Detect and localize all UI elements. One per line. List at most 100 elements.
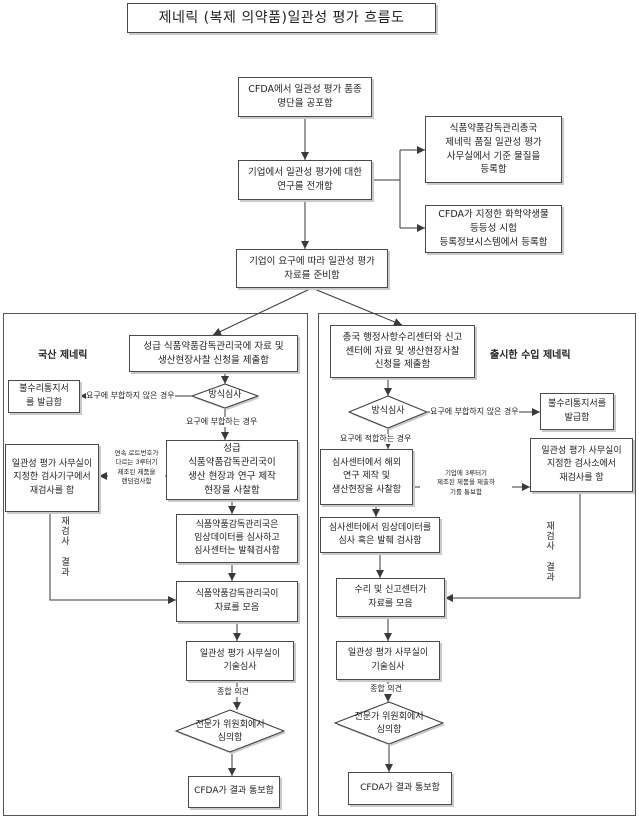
imported-expert-line-1: 전문가 위원회에서 [354, 712, 424, 722]
reference-registration-line-3: 사무실에서 기준 물질을 [446, 150, 541, 162]
domestic-technical-line-2: 기술심사 [223, 662, 257, 672]
imported-submit-line-2: 센터에 자료 및 생산현장사찰 [345, 345, 460, 357]
imported-submit-box: 총국 행정사항수리센터와 신고 센터에 자료 및 생산현장사찰 신청을 제출함 [330, 325, 475, 378]
imported-section-label: 출시한 수입 제네릭 [490, 350, 571, 361]
imported-expert-line-2: 심의함 [376, 724, 402, 735]
domestic-sampling-note: 연속 로트번호가 다르는 3루터기 제조된 제품을 랜덤검사함 [108, 449, 165, 487]
domestic-section-label: 국산 제네릭 [38, 350, 88, 361]
imported-collect-line-2: 자료를 모음 [368, 598, 413, 609]
imported-technical-review-box: 일관성 평가 사무실이 기술심사 [336, 641, 440, 680]
domestic-review-label: 방식심사 [208, 390, 242, 400]
imported-clinical-review-box: 심사센터에서 임상데이터를 심사 혹은 발췌 검사함 [320, 517, 440, 553]
imported-retest-line-2: 지정한 검사소에서 [546, 459, 617, 470]
domestic-inspection-line-4: 현장을 사찰함 [204, 484, 260, 496]
connector-research-branch [372, 150, 401, 228]
domestic-inspection-line-3: 생산 현장과 연구 제작 [188, 471, 276, 482]
reference-registration-line-2: 제네릭 품질 일관성 평가 [445, 136, 542, 148]
reference-registration-line-1: 식품약품감독관리총국 [449, 122, 538, 134]
prepare-data-box: 기업이 요구에 따라 일관성 평가 자료를 준비함 [236, 249, 388, 288]
imported-retest-line-3: 재검사를 함 [559, 472, 604, 483]
domestic-submit-line-1: 성급 식품약품감독관리국에 자료 및 [143, 340, 284, 352]
domestic-expert-review-label: 전문가 위원회에서 심의함 [176, 719, 284, 744]
domestic-collect-line-2: 자료를 모음 [214, 602, 260, 613]
imported-retest-result-label: 재검사 결과 [544, 521, 554, 582]
imported-clinical-line-1: 심사센터에서 임상데이터를 [328, 522, 432, 533]
imported-inspection-line-3: 생산현장을 사찰함 [331, 484, 402, 495]
connector-domestic-retest-result [49, 512, 176, 604]
be-registration-line-2: 등등성 시험 [470, 223, 517, 235]
imported-inspection-line-1: 심사센터에서 해외 [331, 458, 402, 469]
domestic-retest-line-1: 일관성 평가 사무실이 [11, 459, 93, 470]
imported-sample-notice-line-2: 제조된 제품을 제출하 [437, 478, 495, 487]
announce-list-box: CFDA에서 일관성 평가 품종 명단을 공포함 [238, 77, 372, 117]
research-box: 기업에서 일관성 평가에 대한 연구를 전개함 [238, 160, 372, 200]
prepare-line-2: 자료를 준비함 [284, 269, 340, 281]
imported-clinical-line-2: 심사 혹은 발췌 검사함 [338, 536, 422, 546]
announce-line-2: 명단을 공포함 [277, 98, 333, 109]
domestic-overall-opinion: 종합 의견 [217, 687, 249, 698]
domestic-generic-panel [3, 313, 308, 816]
imported-retest-box: 일관성 평가 사무실이 지정한 검사소에서 재검사를 함 [530, 438, 633, 492]
imported-sample-notice-line-3: 기를 통보함 [450, 487, 482, 496]
domestic-submit-box: 성급 식품약품감독관리국에 자료 및 생산현장사찰 신청을 제출함 [129, 335, 298, 372]
imported-expert-review-label: 전문가 위원회에서 심의함 [335, 711, 443, 736]
domestic-reject-condition: 요구에 부합하지 않은 경우 [86, 391, 175, 402]
connector-prepare-to-imported [311, 287, 403, 326]
domestic-review-diamond [190, 383, 260, 410]
reference-registration-line-4: 등록함 [480, 164, 507, 176]
imported-overall-opinion: 종합 의견 [370, 684, 402, 695]
be-registration-box: CFDA가 지정한 화학약생물 등등성 시험 등록정보시스템에서 등록함 [425, 205, 562, 253]
imported-collect-box: 수리 및 신고센터가 자료를 모음 [336, 578, 445, 617]
be-registration-line-1: CFDA가 지정한 화학약생물 [438, 209, 549, 221]
domestic-sampling-line-2: 다르는 3루터기 [115, 458, 158, 467]
domestic-collect-box: 식품약품감독관리국이 자료를 모음 [176, 581, 298, 622]
imported-review-label: 방식심사 [371, 406, 405, 416]
imported-reject-notice-box: 불수리통지서를 발급함 [540, 393, 614, 430]
imported-reject-condition: 요구에 부합하지 않은 경우 [430, 407, 519, 418]
imported-notify-box: CFDA가 결과 통보함 [348, 772, 452, 805]
connector-prepare-to-domestic [212, 287, 313, 336]
domestic-submit-line-2: 생산현장사찰 신청을 제출함 [158, 354, 269, 366]
domestic-inspection-line-2: 식품약품감독관리국이 [188, 457, 276, 469]
be-registration-line-3: 등록정보시스템에서 등록함 [439, 236, 548, 248]
imported-collect-line-1: 수리 및 신고센터가 [354, 585, 427, 596]
domestic-reject-notice-box: 불수리통지서 를 발급함 [8, 380, 80, 413]
connector-imported-retest-result [445, 492, 581, 602]
domestic-reject-notice-line-1: 불수리통지서 [19, 384, 69, 395]
domestic-technical-line-1: 일관성 평가 사무실이 [199, 648, 281, 659]
announce-line-1: CFDA에서 일관성 평가 품종 [248, 84, 362, 96]
domestic-clinical-line-1: 식품약품감독관리국은 [195, 519, 279, 530]
domestic-retest-box: 일관성 평가 사무실이 지정한 검사기구에서 재검사를 함 [5, 444, 99, 512]
imported-inspection-box: 심사센터에서 해외 연구 제작 및 생산현장을 사찰함 [320, 449, 413, 505]
domestic-collect-line-1: 식품약품감독관리국이 [195, 589, 279, 600]
imported-sample-notice: 기업에 3루터기 제조된 제품을 제출하 기를 통보함 [420, 469, 512, 498]
domestic-retest-line-2: 지정한 검사기구에서 [13, 472, 91, 483]
domestic-notify-box: CFDA가 결과 통보함 [188, 776, 280, 808]
domestic-technical-review-box: 일관성 평가 사무실이 기술심사 [186, 641, 294, 681]
reference-registration-box: 식품약품감독관리총국 제네릭 품질 일관성 평가 사무실에서 기준 물질을 등록… [425, 116, 562, 183]
domestic-reject-notice-line-2: 를 발급함 [26, 397, 62, 408]
imported-submit-line-3: 신청을 제출함 [374, 359, 431, 371]
imported-expert-diamond [333, 701, 445, 746]
domestic-accept-condition: 요구에 부합하는 경우 [186, 417, 258, 428]
domestic-inspection-line-1: 성급 [223, 443, 241, 455]
research-line-2: 연구를 전개함 [277, 181, 333, 192]
imported-reject-notice-line-2: 발급함 [564, 412, 590, 423]
domestic-retest-line-3: 재검사를 함 [29, 485, 75, 496]
domestic-expert-line-2: 심의함 [217, 732, 243, 743]
domestic-notify-text: CFDA가 결과 통보함 [194, 786, 274, 797]
page-title: 제네릭 (복제 의약품)일관성 평가 흐름도 [127, 3, 436, 33]
prepare-line-1: 기업이 요구에 따라 일관성 평가 [249, 255, 375, 267]
domestic-clinical-line-3: 심사센터는 발췌검사함 [194, 546, 280, 557]
imported-retest-line-1: 일관성 평가 사무실이 [541, 446, 622, 457]
imported-reject-notice-line-1: 불수리통지서를 [548, 399, 606, 410]
imported-sample-notice-line-1: 기업에 3루터기 [444, 469, 488, 477]
domestic-clinical-line-2: 임상데이터를 심사하고 [194, 532, 280, 543]
domestic-expert-diamond [174, 709, 286, 754]
imported-notify-text: CFDA가 결과 통보함 [360, 782, 440, 793]
domestic-expert-line-1: 전문가 위원회에서 [195, 720, 265, 730]
page-title-text: 제네릭 (복제 의약품)일관성 평가 흐름도 [158, 9, 405, 26]
imported-technical-line-1: 일관성 평가 사무실이 [347, 648, 429, 659]
imported-inspection-line-2: 연구 제작 및 [342, 471, 391, 482]
